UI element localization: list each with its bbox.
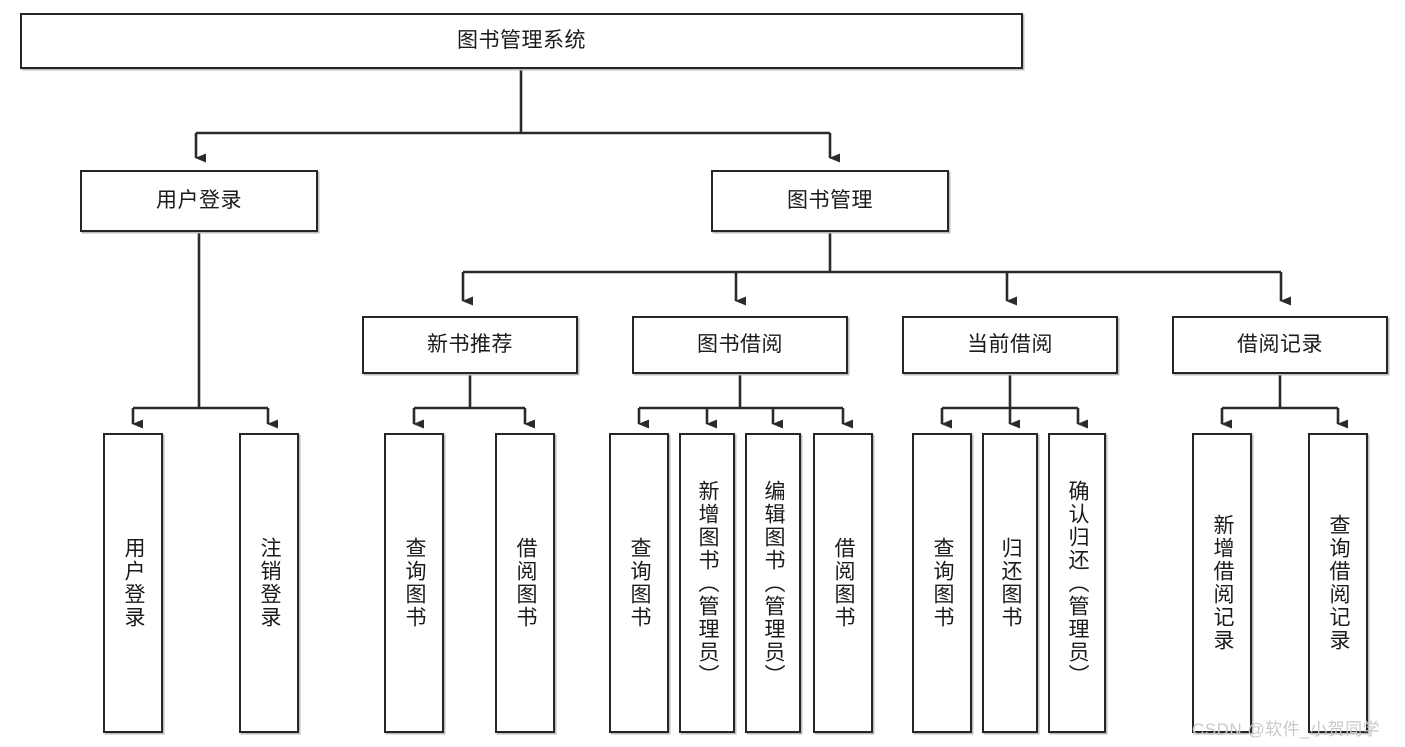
node-leaf-add-borrow-record[interactable]: 新增借阅记录 <box>1192 433 1252 733</box>
node-label: 新书推荐 <box>427 332 513 356</box>
node-label: 图书管理系统 <box>457 28 586 52</box>
node-book-management-system[interactable]: 图书管理系统 <box>20 13 1023 69</box>
node-leaf-user-login[interactable]: 用户登录 <box>103 433 163 733</box>
node-book-borrow[interactable]: 图书借阅 <box>632 316 848 374</box>
node-label: 借阅图书 <box>832 537 856 629</box>
node-leaf-logout[interactable]: 注销登录 <box>239 433 299 733</box>
node-label: 新增借阅记录 <box>1211 514 1235 652</box>
node-new-book-recommend[interactable]: 新书推荐 <box>362 316 578 374</box>
node-leaf-query-borrow-record[interactable]: 查询借阅记录 <box>1308 433 1368 733</box>
node-label: 用户登录 <box>122 537 146 629</box>
node-label: 用户登录 <box>156 188 242 212</box>
node-borrow-records[interactable]: 借阅记录 <box>1172 316 1388 374</box>
node-leaf-borrow-book-newbook[interactable]: 借阅图书 <box>495 433 555 733</box>
node-label: 确认归还（管理员） <box>1066 479 1090 687</box>
node-leaf-edit-book-admin[interactable]: 编辑图书（管理员） <box>745 433 801 733</box>
node-leaf-confirm-return-admin[interactable]: 确认归还（管理员） <box>1048 433 1106 733</box>
node-leaf-query-book-current[interactable]: 查询图书 <box>912 433 972 733</box>
node-label: 查询借阅记录 <box>1327 514 1351 652</box>
node-label: 查询图书 <box>931 537 955 629</box>
node-leaf-query-book-borrow[interactable]: 查询图书 <box>609 433 669 733</box>
csdn-watermark: CSDN @软件_小贺同学 <box>1192 720 1381 739</box>
node-label: 查询图书 <box>628 537 652 629</box>
node-label: 借阅记录 <box>1237 332 1323 356</box>
node-label: 当前借阅 <box>967 332 1053 356</box>
node-leaf-query-book-newbook[interactable]: 查询图书 <box>384 433 444 733</box>
node-label: 图书管理 <box>787 188 873 212</box>
node-label: 借阅图书 <box>514 537 538 629</box>
node-label: 归还图书 <box>999 537 1023 629</box>
node-label: 新增图书（管理员） <box>696 479 720 687</box>
node-label: 编辑图书（管理员） <box>762 479 786 687</box>
node-book-management[interactable]: 图书管理 <box>711 170 949 232</box>
node-leaf-return-book[interactable]: 归还图书 <box>982 433 1038 733</box>
node-label: 查询图书 <box>403 537 427 629</box>
node-leaf-add-book-admin[interactable]: 新增图书（管理员） <box>679 433 735 733</box>
node-user-login[interactable]: 用户登录 <box>80 170 318 232</box>
node-leaf-borrow-book[interactable]: 借阅图书 <box>813 433 873 733</box>
node-label: 图书借阅 <box>697 332 783 356</box>
node-label: 注销登录 <box>258 537 282 629</box>
node-current-borrow[interactable]: 当前借阅 <box>902 316 1118 374</box>
